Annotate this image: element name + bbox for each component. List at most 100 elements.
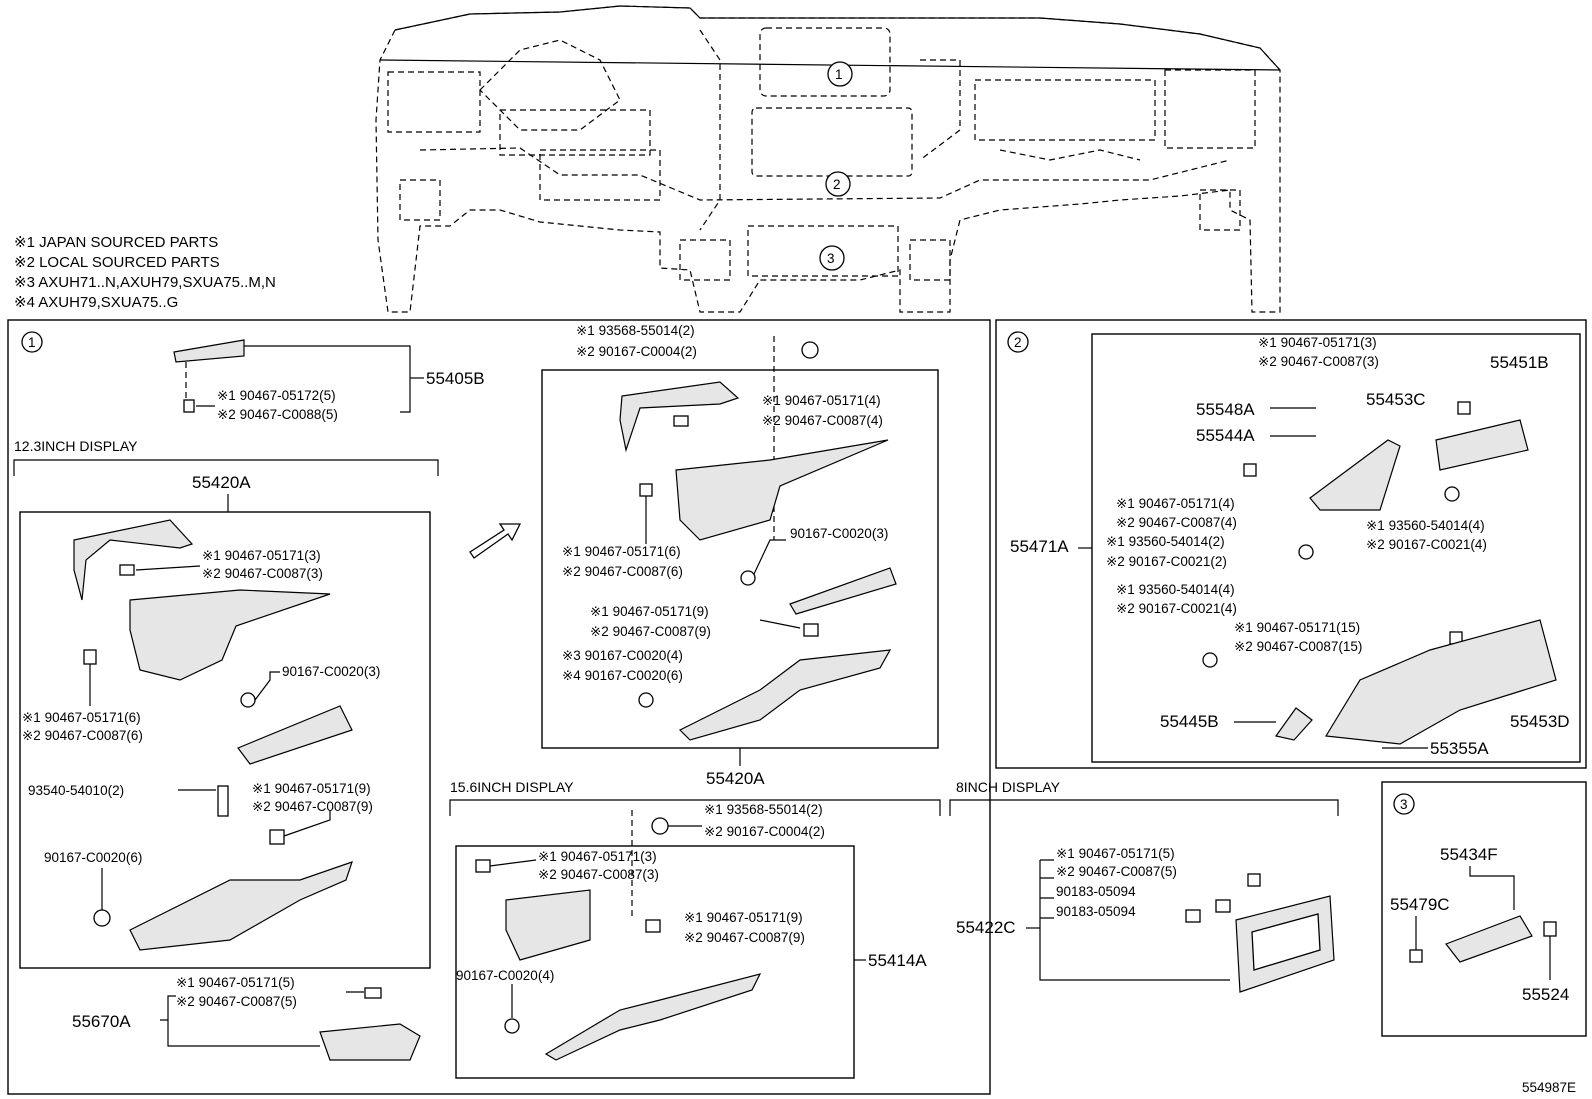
cluster-housing-part	[675, 439, 889, 541]
section1-display123-labels-clip_a-1-text: ※2 90467-C0087(3)	[202, 566, 323, 581]
rect-shape	[7, 319, 991, 1095]
section-1: 1 ※1 90467-05172(5) ※2 90467-C0088(5) 55…	[7, 319, 1339, 1095]
sourcing-notes: ※1 JAPAN SOURCED PARTS ※2 LOCAL SOURCED …	[14, 234, 276, 311]
clip-part	[1409, 949, 1423, 963]
overview-markers-1-text: 2	[833, 177, 841, 192]
path-shape	[759, 619, 801, 629]
section1-display156-screw-text: 90167-C0020(4)	[456, 968, 554, 983]
path-shape	[419, 147, 1231, 201]
section2-labels-bolt_low-1-text: ※2 90167-C0021(4)	[1116, 601, 1237, 616]
section1-bottom-fasteners-1-text: ※2 90467-C0087(5)	[176, 994, 297, 1009]
clip-part	[364, 987, 382, 999]
clip-part	[183, 399, 195, 413]
clip-part	[645, 919, 661, 933]
cluster-housing-part	[129, 589, 331, 681]
rect-shape	[751, 107, 913, 177]
screw-part	[504, 1018, 520, 1034]
screw-part	[93, 909, 111, 927]
vent-frame-part	[619, 381, 740, 453]
clip-part	[639, 483, 653, 497]
note-1: ※1 JAPAN SOURCED PARTS	[14, 234, 218, 251]
vent-frame-part	[73, 519, 194, 601]
nut-part	[1215, 899, 1231, 913]
part-55355a-label: 55355A	[1430, 739, 1489, 758]
bolt-part	[1444, 486, 1460, 502]
part-55453d-label: 55453D	[1510, 712, 1570, 731]
rect-shape	[19, 511, 431, 969]
section2-labels-clip_mid-0-text: ※1 90467-05171(4)	[1116, 496, 1235, 511]
clip-part	[83, 649, 97, 665]
circle-shape	[825, 171, 851, 197]
clip-part	[1543, 921, 1557, 937]
section2-labels-bolt_low-0-text: ※1 93560-54014(4)	[1116, 582, 1235, 597]
section1-alt-screw_b-0-text: ※3 90167-C0020(4)	[562, 648, 683, 663]
circle-shape	[819, 245, 845, 271]
part-55405b-fastener-1: ※1 90467-05172(5)	[217, 388, 336, 403]
assembly-55471a-label: 55471A	[1010, 537, 1069, 556]
figure-id: 554987E	[1522, 1080, 1576, 1095]
part-55670a-group: ※1 90467-05171(5) ※2 90467-C0087(5) 5567…	[72, 975, 421, 1061]
rect-shape	[995, 319, 1587, 769]
overview-marker-3[interactable]: 3	[819, 245, 845, 271]
display-156-group: 15.6INCH DISPLAY ※1 93568-55014(2) ※2 90…	[449, 779, 941, 1079]
section1-display123-labels-clip_b-0-text: ※1 90467-05171(6)	[22, 710, 141, 725]
rect-shape	[974, 79, 1156, 141]
path-shape	[489, 859, 537, 867]
section1-display156-clip_b-1-text: ※2 90467-C0087(9)	[684, 930, 805, 945]
bracket-part	[505, 889, 591, 961]
clip-part	[1247, 873, 1261, 887]
section1-alt-clip_a-1-text: ※2 90467-C0087(4)	[762, 413, 883, 428]
rect-shape	[1381, 781, 1587, 1037]
section1-marker-text: 1	[28, 335, 36, 350]
lower-trim-part	[237, 705, 353, 765]
path-shape	[254, 671, 280, 701]
vent-register-part	[319, 1023, 421, 1061]
part-55434f-label: 55434F	[1440, 845, 1498, 864]
glovebox-part	[1445, 915, 1533, 963]
lower-panel-part	[678, 649, 892, 741]
section-2-marker	[1007, 331, 1029, 353]
screw-part	[240, 692, 256, 708]
rect-shape	[455, 845, 855, 1079]
switch-panel-part	[1435, 419, 1529, 471]
screw-part	[740, 570, 756, 586]
part-55548a-label: 55548A	[1196, 400, 1255, 419]
part-55544a-label: 55544A	[1196, 426, 1255, 445]
path-shape	[379, 59, 1281, 71]
overview-marker-1[interactable]: 1	[827, 61, 853, 87]
rect-shape	[1199, 189, 1241, 231]
section2-labels-bolt_mid-1-text: ※2 90167-C0021(2)	[1106, 554, 1227, 569]
arrow-icon	[469, 523, 522, 559]
bolt-part	[1202, 652, 1218, 668]
part-55405b-fastener-2: ※2 90467-C0088(5)	[217, 407, 338, 422]
section1-display156-clip_b-0-text: ※1 90467-05171(9)	[684, 910, 803, 925]
rect-shape	[909, 239, 951, 281]
section1-alt-clip_a-0-text: ※1 90467-05171(4)	[762, 393, 881, 408]
alt-assembly-group: ※1 93568-55014(2) ※2 90167-C0004(2) ※1 9…	[541, 323, 939, 788]
part-55405b-group: ※1 90467-05172(5) ※2 90467-C0088(5) 5540…	[173, 339, 485, 422]
bolt-part	[651, 817, 669, 835]
lower-trim-part	[789, 567, 897, 615]
display-156-header: 15.6INCH DISPLAY	[450, 779, 574, 795]
display-123-part-label: 55420A	[192, 473, 251, 492]
section2-labels-bolt_mid-0-text: ※1 93560-54014(2)	[1106, 534, 1225, 549]
section2-labels-bolt_right-0-text: ※1 93560-54014(4)	[1366, 518, 1485, 533]
section2-labels-clip_mid-1-text: ※2 90467-C0087(4)	[1116, 515, 1237, 530]
part-55405b-label: 55405B	[426, 369, 485, 388]
overview-markers-0-text: 1	[835, 67, 843, 82]
path-shape	[1251, 913, 1321, 971]
section1-alt-clip_b-1-text: ※2 90467-C0087(6)	[562, 564, 683, 579]
alt-part-label: 55420A	[706, 769, 765, 788]
clip-part	[1243, 463, 1257, 477]
path-shape	[1039, 859, 1230, 981]
rect-shape	[387, 71, 481, 133]
display-8-group: 8INCH DISPLAY ※1 90467-05171(5) ※2 90467…	[949, 779, 1339, 993]
path-shape	[753, 539, 786, 575]
section1-display8-nuts-1-text: 90183-05094	[1056, 904, 1136, 919]
section1-display123-labels-screw_b-text: 93540-54010(2)	[28, 783, 124, 798]
section1-display123-labels-clip_c-0-text: ※1 90467-05171(9)	[252, 781, 371, 796]
overview-marker-2[interactable]: 2	[825, 171, 851, 197]
clip-part	[119, 564, 135, 576]
section1-alt-screw_b-1-text: ※4 90167-C0020(6)	[562, 668, 683, 683]
